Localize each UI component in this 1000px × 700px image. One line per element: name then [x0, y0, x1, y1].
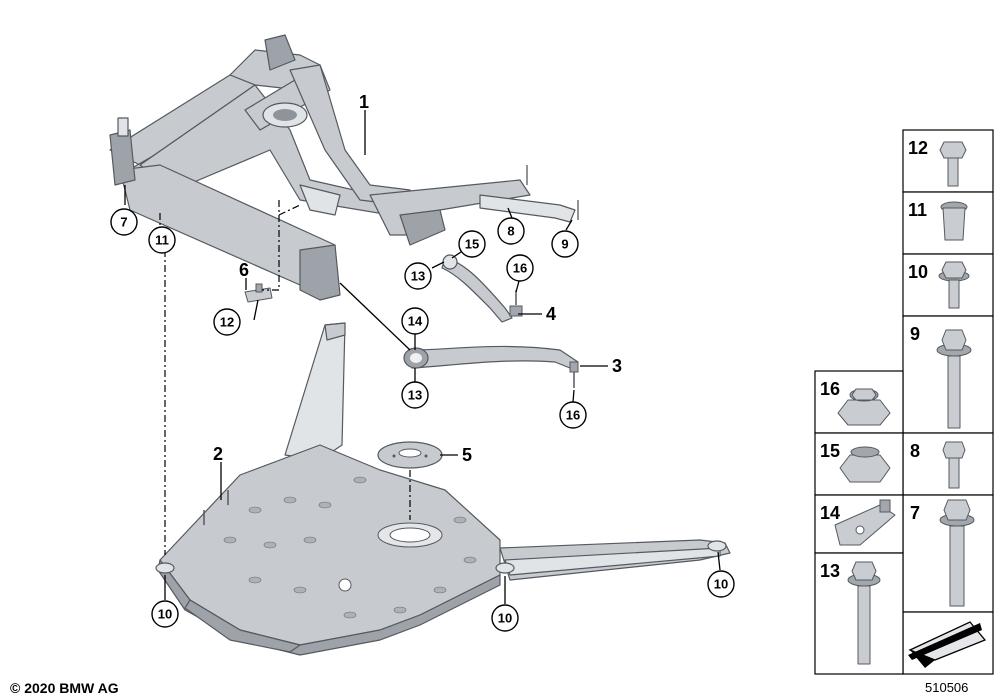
label-4: 4 [546, 304, 556, 324]
callout-7[interactable]: 7 [110, 208, 138, 236]
part-10-bolt[interactable] [938, 261, 970, 309]
svg-text:16: 16 [513, 261, 527, 276]
callout-10-middle[interactable]: 10 [491, 604, 519, 632]
svg-text:12: 12 [220, 315, 234, 330]
part-label-15: 15 [820, 441, 840, 461]
callout-9[interactable]: 9 [551, 230, 579, 258]
part-label-13: 13 [820, 561, 840, 581]
part-11-bushing[interactable] [940, 201, 968, 241]
svg-text:14: 14 [408, 314, 423, 329]
part-16-nut[interactable] [837, 388, 891, 426]
reinforcement-plate[interactable] [155, 322, 731, 656]
label-6: 6 [239, 260, 249, 280]
part-label-7: 7 [910, 503, 920, 523]
callout-11[interactable]: 11 [148, 226, 176, 254]
label-3: 3 [612, 356, 622, 376]
svg-text:13: 13 [411, 269, 425, 284]
diagram-number: 510506 [925, 680, 968, 695]
bracket-part-6[interactable] [244, 283, 273, 303]
parts-table [814, 129, 994, 675]
copyright-text: © 2020 BMW AG [10, 680, 119, 696]
part-label-12: 12 [908, 138, 928, 158]
svg-text:10: 10 [714, 577, 728, 592]
svg-text:13: 13 [408, 388, 422, 403]
svg-text:9: 9 [561, 237, 568, 252]
svg-text:8: 8 [507, 224, 514, 239]
svg-text:11: 11 [155, 233, 169, 248]
callout-13-upper[interactable]: 13 [404, 262, 432, 290]
callout-10-right[interactable]: 10 [707, 570, 735, 598]
svg-text:16: 16 [566, 408, 580, 423]
callout-15[interactable]: 15 [458, 230, 486, 258]
part-9-bolt[interactable] [936, 329, 972, 429]
part-7-bolt[interactable] [939, 499, 975, 607]
wishbone-3[interactable] [403, 345, 579, 388]
part-8-bolt[interactable] [942, 441, 966, 489]
svg-text:7: 7 [120, 215, 127, 230]
callout-13-lower[interactable]: 13 [401, 381, 429, 409]
callout-16-upper[interactable]: 16 [506, 254, 534, 282]
svg-text:15: 15 [465, 237, 479, 252]
svg-text:10: 10 [498, 611, 512, 626]
part-14-bracket[interactable] [834, 499, 896, 546]
direction-arrow-icon [908, 621, 987, 668]
callout-8[interactable]: 8 [497, 217, 525, 245]
front-axle-carrier[interactable] [109, 34, 531, 301]
label-1: 1 [359, 92, 369, 112]
part-label-14: 14 [820, 503, 840, 523]
part-label-9: 9 [910, 324, 920, 344]
control-arm-4[interactable] [441, 254, 523, 323]
label-5: 5 [462, 445, 472, 465]
callout-16-lower[interactable]: 16 [559, 401, 587, 429]
part-15-nut[interactable] [839, 446, 891, 483]
part-12-bolt[interactable] [939, 141, 967, 187]
parts-table-labels: 12 11 10 9 8 7 16 15 14 13 [820, 138, 928, 581]
part-label-8: 8 [910, 441, 920, 461]
part-label-16: 16 [820, 379, 840, 399]
strut-bar[interactable] [479, 165, 579, 223]
label-2: 2 [213, 444, 223, 464]
svg-text:10: 10 [158, 607, 172, 622]
callout-10-left[interactable]: 10 [151, 600, 179, 628]
part-label-11: 11 [908, 200, 927, 220]
spring-plate-5[interactable] [377, 441, 443, 469]
callout-12[interactable]: 12 [213, 308, 241, 336]
leader-lines [124, 110, 721, 604]
callout-14[interactable]: 14 [401, 307, 429, 335]
part-13-bolt[interactable] [847, 561, 881, 665]
part-label-10: 10 [908, 262, 928, 282]
